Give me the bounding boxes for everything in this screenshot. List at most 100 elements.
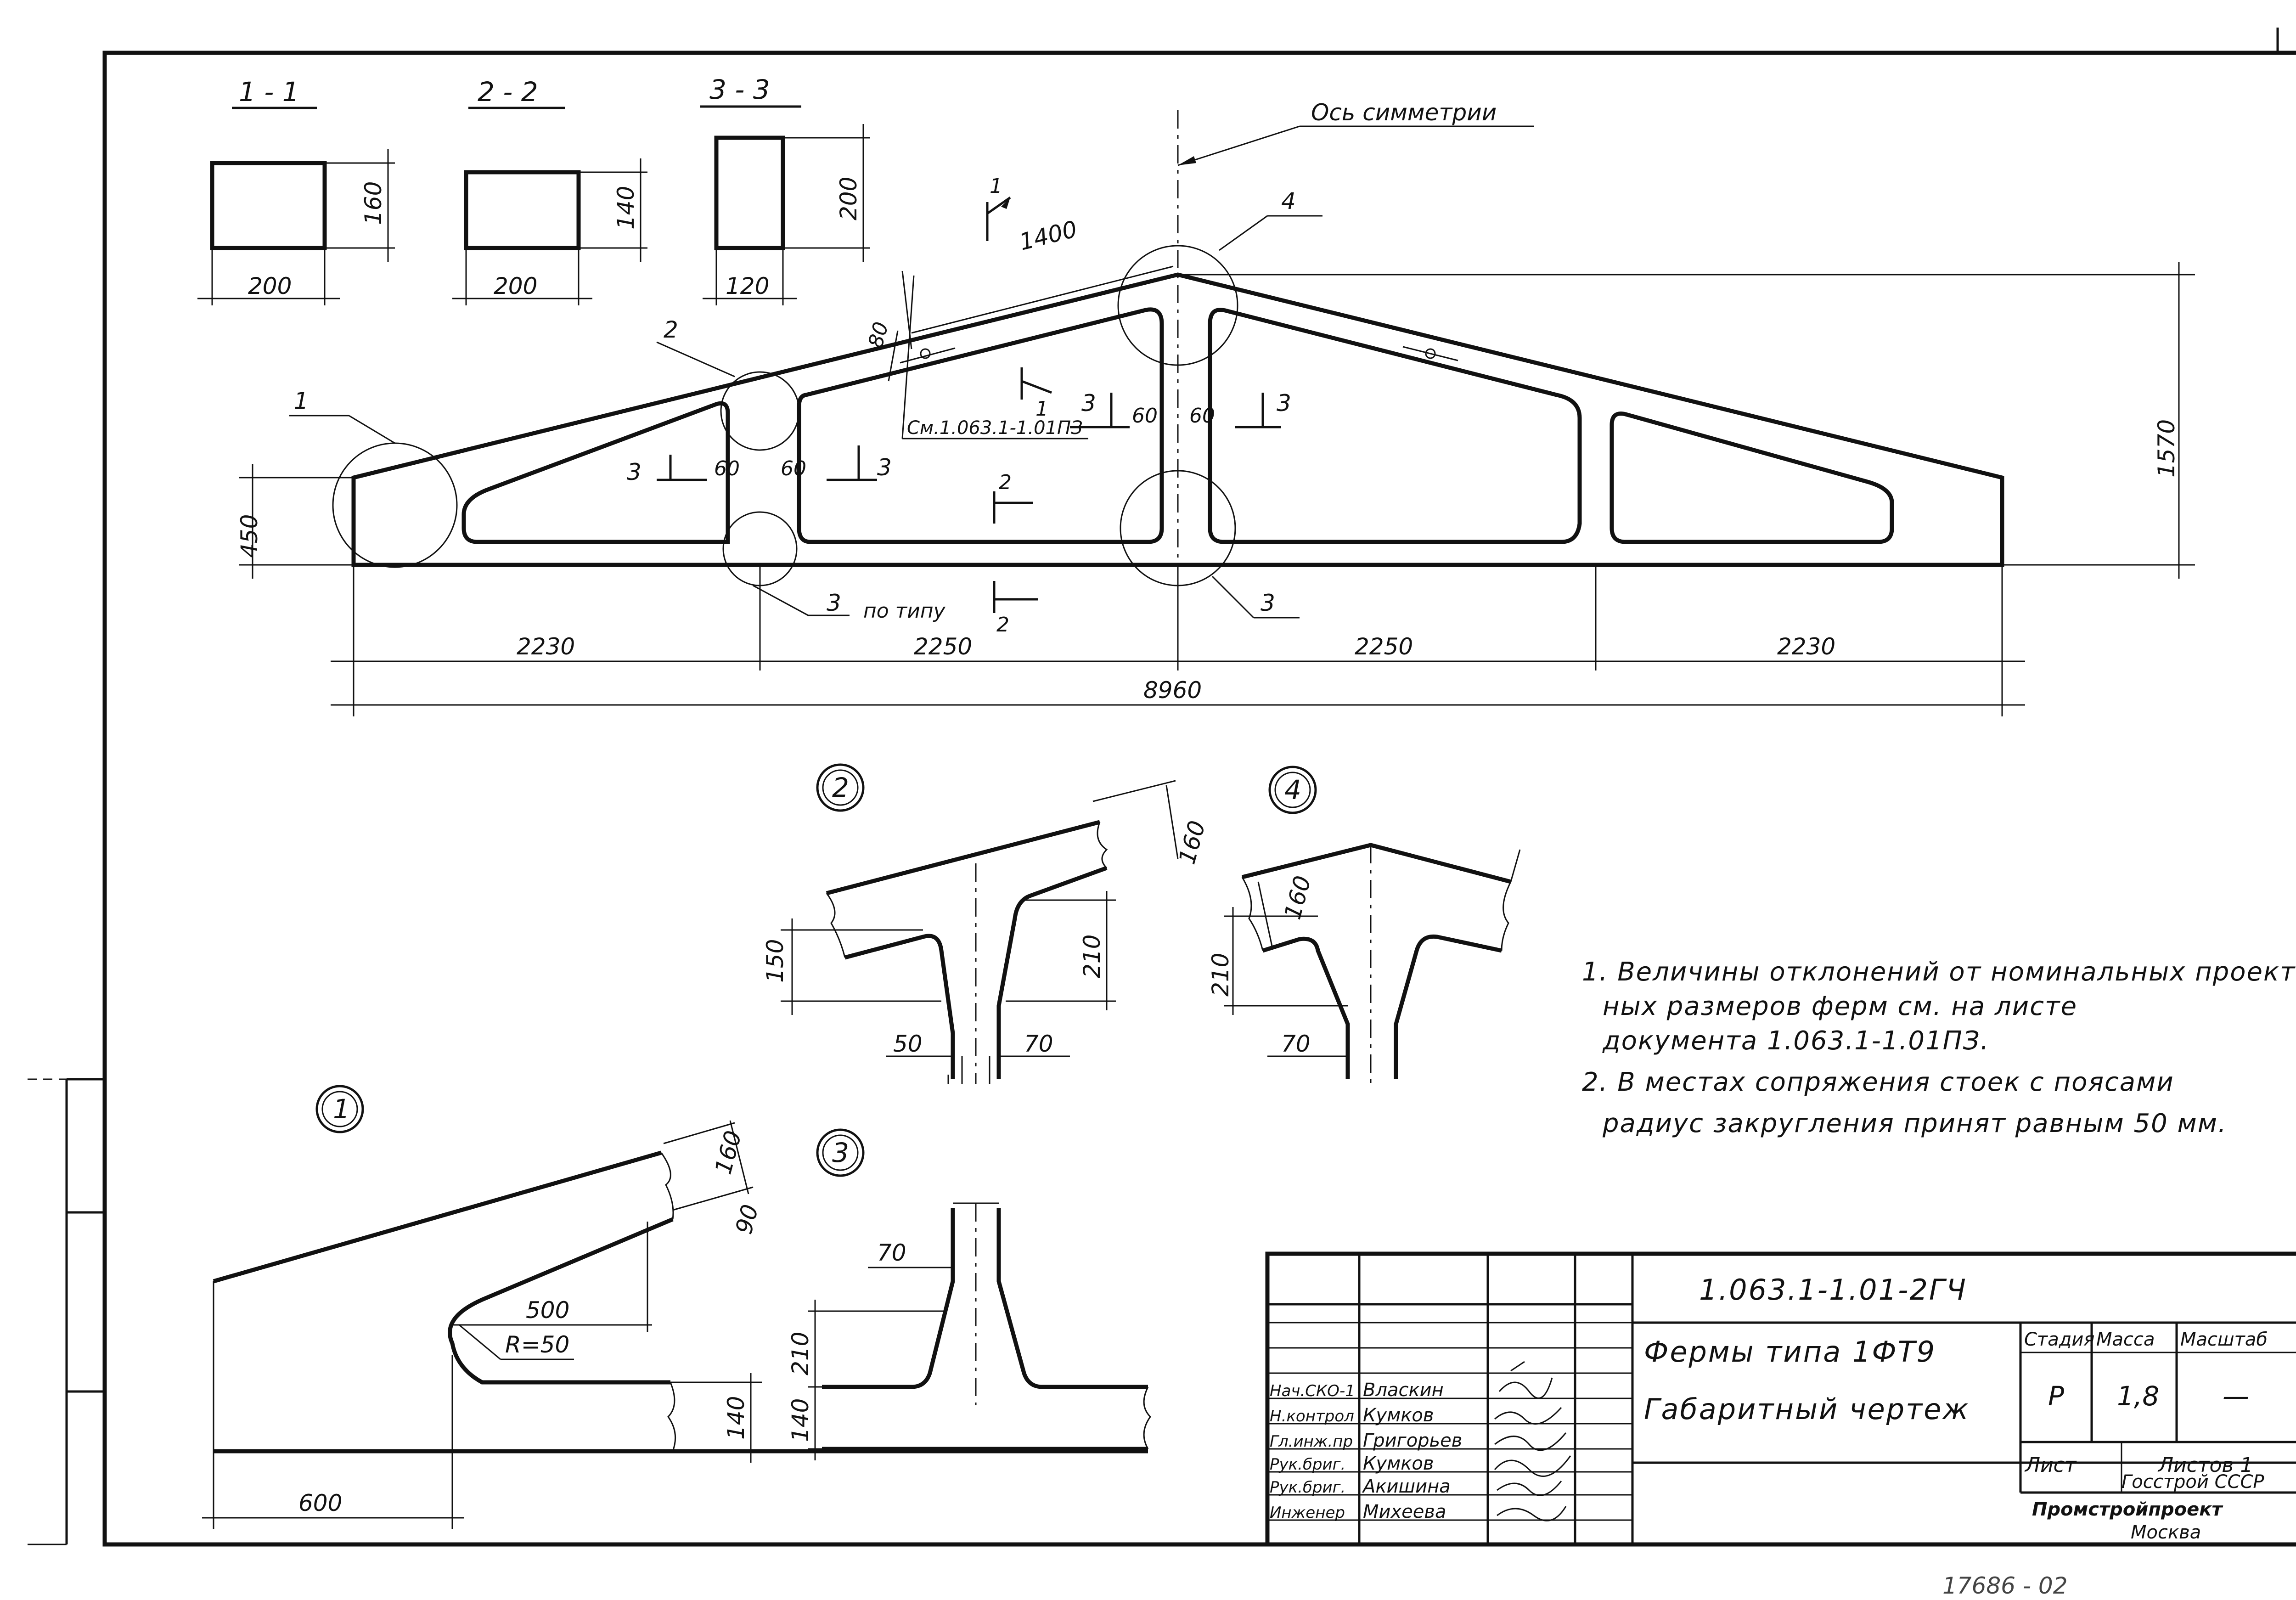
- detail-1-dim-r50: R=50: [505, 1331, 569, 1358]
- section-2-2-height: 140: [613, 186, 639, 230]
- notes: 1. Величины отклонений от номинальных пр…: [1582, 957, 2296, 1138]
- dim-total: 8960: [1143, 677, 1202, 704]
- section-3-3-height: 200: [835, 177, 862, 220]
- signatures: [1494, 1361, 1571, 1521]
- role-2: Н.контрол: [1270, 1407, 1354, 1425]
- detail-2-dim-50: 50: [893, 1031, 923, 1057]
- name-1: Власкин: [1363, 1380, 1444, 1401]
- section-3-3: 3 - 3 120 200: [700, 74, 870, 305]
- dim-panel-1400: 1400: [1017, 216, 1080, 256]
- title-line-2: Габаритный чертеж: [1644, 1392, 1970, 1426]
- dim-span-right: 2230: [1777, 633, 1835, 660]
- sheet-frame: [28, 28, 2296, 1547]
- truss-elevation: Ось симметрии 1 2 3 по типу 3 4 1 1: [236, 99, 2195, 716]
- name-3: Григорьев: [1363, 1430, 1462, 1451]
- section-1-1-label: 1 - 1: [239, 76, 299, 107]
- dim-height-450: 450: [236, 514, 263, 558]
- svg-text:1: 1: [1035, 397, 1048, 421]
- col-stage: Стадия: [2024, 1329, 2094, 1350]
- role-3: Гл.инж.пр: [1270, 1432, 1353, 1451]
- sheets-label: Листов 1: [2157, 1454, 2253, 1477]
- callout-1: 1: [294, 388, 309, 414]
- title-block: 1.063.1-1.01-2ГЧ Фермы типа 1ФТ9 Габарит…: [1265, 1251, 2296, 1547]
- detail-1-dim-140: 140: [723, 1396, 749, 1440]
- svg-text:3: 3: [1081, 390, 1096, 417]
- section-2-2-width: 200: [494, 273, 537, 299]
- dim-height-1570: 1570: [2153, 419, 2180, 478]
- detail-1-label: 1: [333, 1093, 350, 1125]
- detail-3-dim-140: 140: [787, 1398, 814, 1442]
- org-line-3: Москва: [2131, 1522, 2201, 1543]
- detail-2-dim-150: 150: [762, 939, 788, 983]
- org-line-2: Промстройпроект: [2032, 1499, 2223, 1520]
- footer-number: 17686 - 02: [1942, 1572, 2068, 1599]
- role-1: Нач.СКО-1: [1270, 1382, 1355, 1400]
- section-2-2: 2 - 2 200 140: [452, 76, 647, 305]
- mass-value: 1,8: [2117, 1380, 2159, 1412]
- detail-3-dim-210: 210: [787, 1332, 814, 1375]
- cut-mark-1: 1 1: [986, 175, 1052, 421]
- dim-post-60-c: 60: [1132, 404, 1158, 428]
- col-scale: Масштаб: [2180, 1329, 2268, 1350]
- detail-3-label: 3: [832, 1137, 849, 1168]
- role-5: Рук.бриг.: [1270, 1478, 1345, 1497]
- svg-text:3: 3: [877, 454, 892, 481]
- detail-4-dim-210: 210: [1207, 953, 1234, 997]
- detail-2-dim-160: 160: [1174, 818, 1211, 867]
- section-1-1-height: 160: [360, 181, 387, 225]
- section-3-3-width: 120: [726, 273, 769, 299]
- reference-note: См.1.063.1-1.01ПЗ: [907, 417, 1083, 439]
- detail-2: 2 160 150 210 50 70: [762, 763, 1211, 1084]
- callout-3a-by-type: по типу: [863, 599, 946, 623]
- role-4: Рук.бриг.: [1270, 1455, 1345, 1474]
- detail-4-dim-160: 160: [1279, 873, 1317, 922]
- stage-value: Р: [2048, 1380, 2064, 1412]
- detail-1-dim-500: 500: [526, 1297, 569, 1324]
- dim-span-mid-left: 2250: [914, 633, 972, 660]
- name-4: Кумков: [1363, 1453, 1434, 1474]
- callout-3a: 3: [827, 590, 841, 616]
- callout-2: 2: [664, 316, 678, 343]
- detail-2-dim-210: 210: [1079, 935, 1105, 978]
- sheet-label: Лист: [2024, 1454, 2077, 1477]
- svg-text:2: 2: [996, 613, 1009, 637]
- detail-3: 3 70 210 140: [787, 1128, 1151, 1460]
- section-2-2-label: 2 - 2: [478, 76, 538, 107]
- name-5: Акишина: [1362, 1476, 1451, 1497]
- svg-text:2: 2: [999, 471, 1012, 494]
- symmetry-axis-label: Ось симметрии: [1311, 99, 1497, 126]
- note-line-2: ных размеров ферм см. на листе: [1603, 992, 2077, 1021]
- detail-1: 1 160 90 500 R=50 140 600: [202, 1085, 1148, 1529]
- note-line-3: документа 1.063.1-1.01ПЗ.: [1602, 1026, 1989, 1056]
- dim-post-60-a: 60: [714, 457, 740, 480]
- callout-3b: 3: [1261, 590, 1275, 616]
- detail-4-dim-70: 70: [1281, 1031, 1311, 1057]
- section-1-1-width: 200: [248, 273, 292, 299]
- detail-1-dim-160: 160: [710, 1128, 747, 1177]
- note-line-4: 2. В местах сопряжения стоек с поясами: [1582, 1067, 2174, 1097]
- section-1-1: 1 - 1 200 160: [197, 76, 395, 305]
- cut-mark-3: 3 3 3 3: [627, 390, 1291, 485]
- col-mass: Масса: [2096, 1329, 2155, 1350]
- detail-4-label: 4: [1284, 774, 1301, 806]
- dim-span-mid-right: 2250: [1355, 633, 1413, 660]
- dim-post-60-b: 60: [781, 457, 806, 480]
- detail-3-dim-70: 70: [877, 1239, 906, 1266]
- detail-2-dim-70: 70: [1024, 1031, 1053, 1057]
- detail-1-dim-90: 90: [731, 1202, 764, 1237]
- svg-text:3: 3: [1277, 390, 1291, 417]
- note-line-5: радиус закругления принят равным 50 мм.: [1602, 1109, 2227, 1138]
- org-line-1: Госстрой СССР: [2122, 1471, 2264, 1493]
- section-3-3-label: 3 - 3: [709, 74, 770, 105]
- dim-post-60-d: 60: [1189, 404, 1215, 428]
- dim-span-left: 2230: [517, 633, 575, 660]
- role-6: Инженер: [1270, 1504, 1345, 1522]
- callout-4: 4: [1281, 188, 1296, 214]
- callout-circle-4: [1117, 245, 1238, 366]
- cut-mark-2: 2 2: [993, 471, 1038, 637]
- name-2: Кумков: [1363, 1405, 1434, 1426]
- svg-text:3: 3: [627, 459, 642, 485]
- detail-2-label: 2: [832, 772, 849, 803]
- name-6: Михеева: [1363, 1501, 1446, 1522]
